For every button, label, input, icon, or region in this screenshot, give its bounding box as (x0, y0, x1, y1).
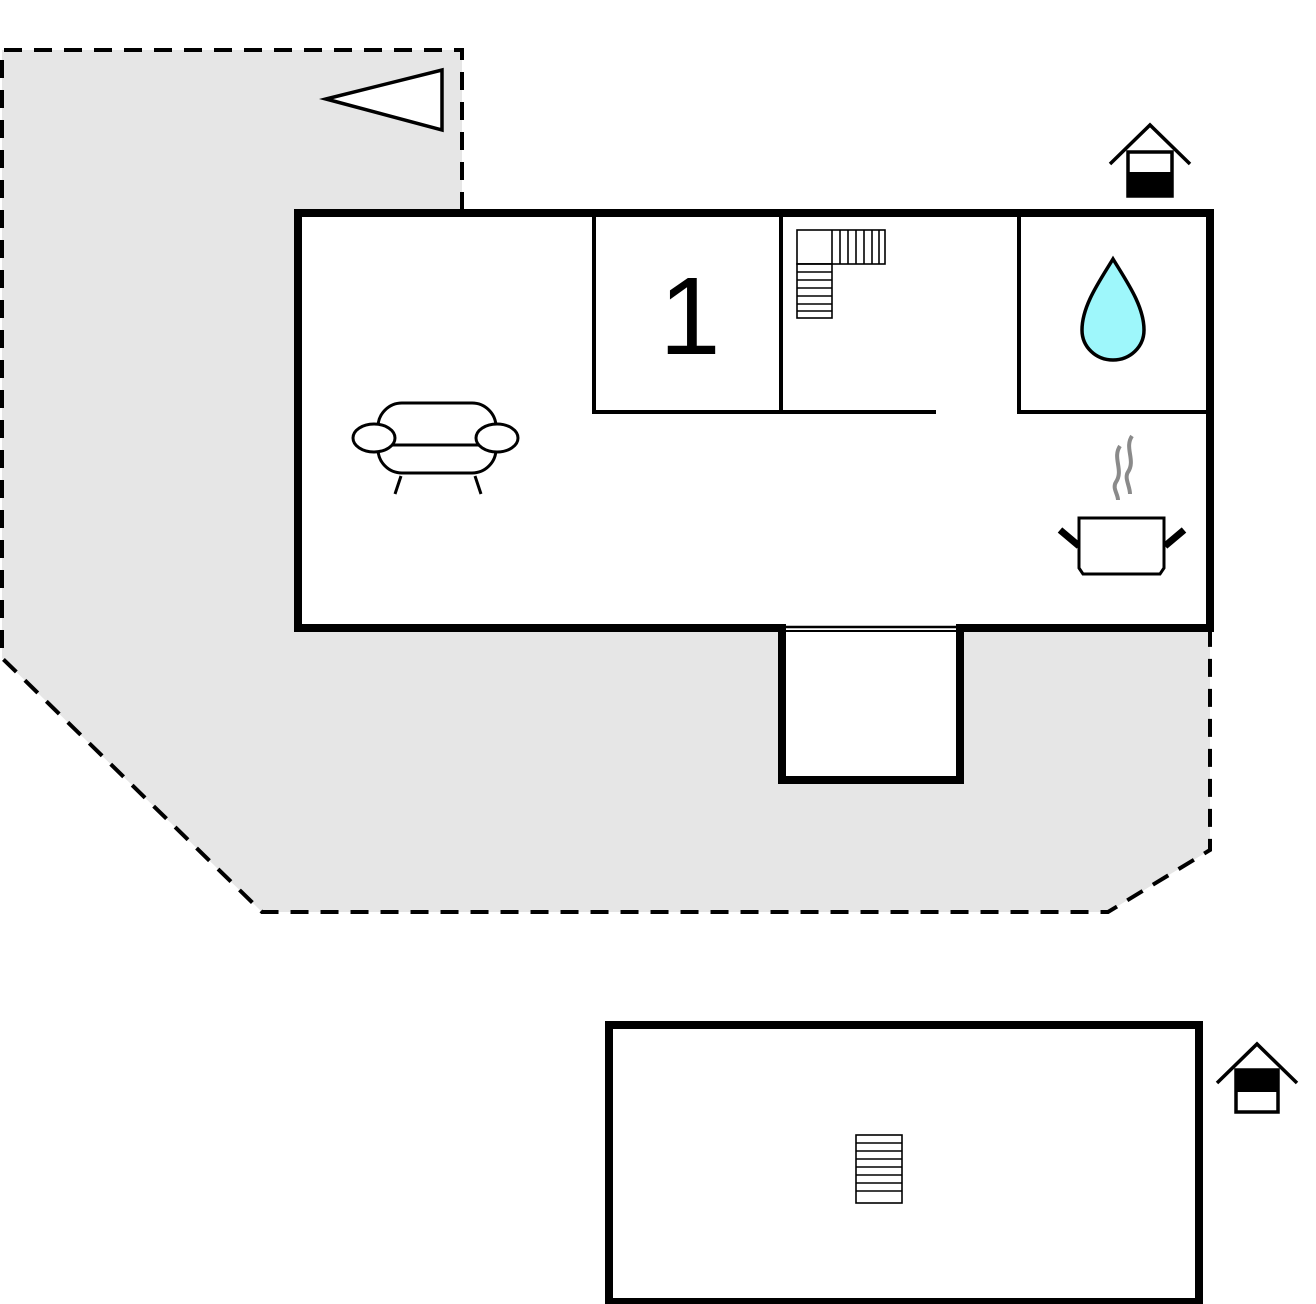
house-lower-level-icon (1215, 1041, 1299, 1114)
stairs-icon (796, 229, 886, 319)
triangle-marker-icon (319, 67, 444, 133)
water-drop-icon (1080, 255, 1146, 362)
house-upper-level-icon (1108, 122, 1192, 198)
sofa-icon (351, 401, 520, 495)
bedroom-number: 1 (659, 255, 720, 378)
interior-walls (592, 217, 1206, 414)
lower-floor-building (605, 1021, 1203, 1304)
cooking-pot-icon (1057, 434, 1187, 576)
lower-stairs-icon (855, 1134, 903, 1204)
